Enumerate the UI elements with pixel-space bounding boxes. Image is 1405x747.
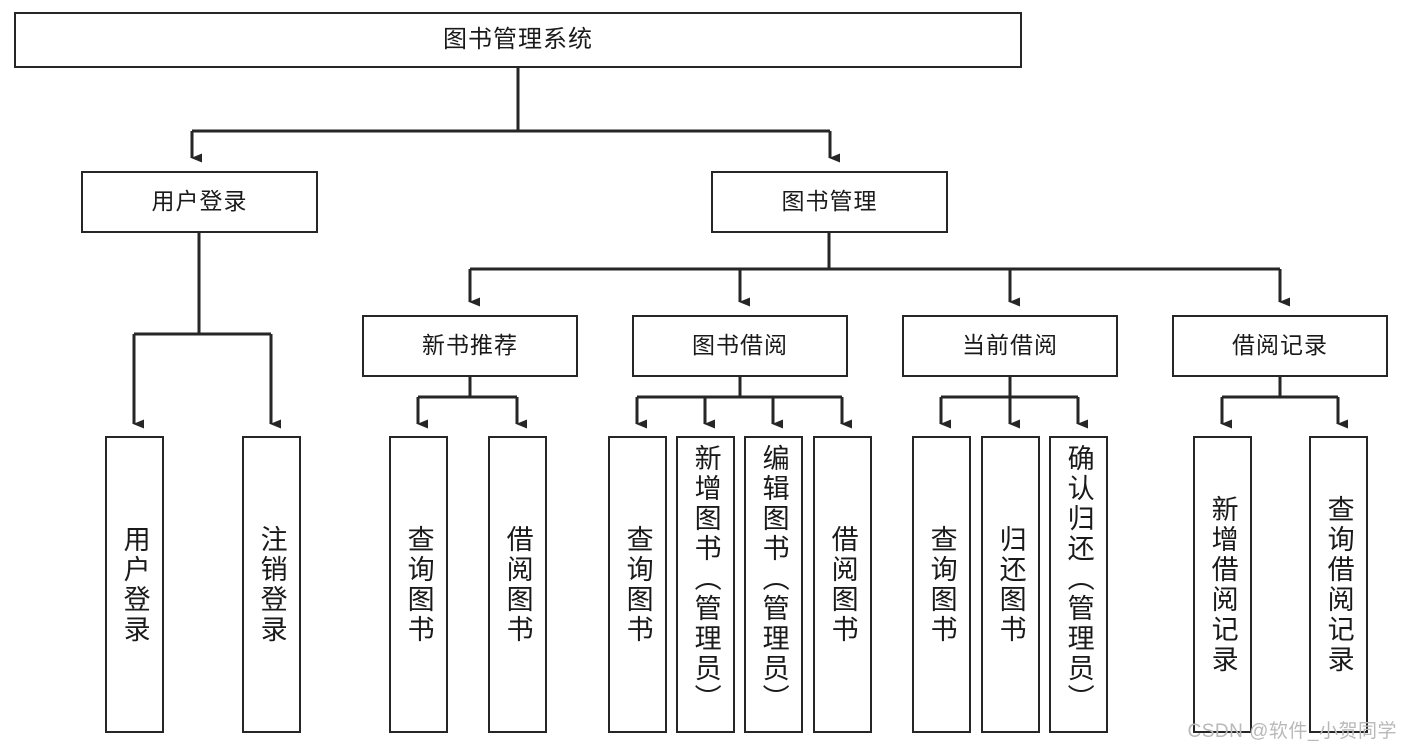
node-label: 用户登录 [119, 524, 150, 645]
node-leaf-edit-book[interactable]: 编辑图书（管理员） [744, 436, 803, 733]
node-book-borrow[interactable]: 图书借阅 [632, 315, 848, 377]
node-leaf-query-book-3[interactable]: 查询图书 [912, 436, 971, 733]
node-user-login[interactable]: 用户登录 [81, 171, 318, 233]
node-label: 借阅图书 [502, 524, 533, 645]
node-leaf-borrow-book-1[interactable]: 借阅图书 [488, 436, 547, 733]
node-label: 查询借阅记录 [1323, 494, 1354, 675]
node-new-book-recommend[interactable]: 新书推荐 [362, 315, 578, 377]
node-label: 查询图书 [403, 524, 434, 645]
node-borrow-record[interactable]: 借阅记录 [1172, 315, 1388, 377]
node-book-management[interactable]: 图书管理 [711, 171, 948, 233]
node-label: 图书借阅 [692, 332, 788, 359]
node-leaf-add-record[interactable]: 新增借阅记录 [1193, 436, 1252, 733]
node-label: 注销登录 [256, 524, 287, 645]
node-label: 图书管理 [781, 188, 878, 215]
node-leaf-confirm-return[interactable]: 确认归还（管理员） [1049, 436, 1108, 733]
node-leaf-query-record[interactable]: 查询借阅记录 [1309, 436, 1368, 733]
node-label: 归还图书 [995, 524, 1026, 645]
node-label: 新书推荐 [422, 332, 518, 359]
node-label: 用户登录 [151, 188, 248, 215]
node-leaf-logout-login[interactable]: 注销登录 [242, 436, 301, 733]
node-label: 图书管理系统 [443, 25, 593, 53]
node-root-book-management-system[interactable]: 图书管理系统 [14, 12, 1022, 68]
node-label: 借阅图书 [827, 524, 858, 645]
node-label: 编辑图书（管理员） [758, 444, 789, 714]
node-label: 借阅记录 [1232, 332, 1328, 359]
node-leaf-return-book[interactable]: 归还图书 [981, 436, 1040, 733]
node-current-borrow[interactable]: 当前借阅 [902, 315, 1118, 377]
node-leaf-add-book[interactable]: 新增图书（管理员） [676, 436, 735, 733]
node-leaf-query-book-1[interactable]: 查询图书 [389, 436, 448, 733]
node-label: 新增图书（管理员） [690, 444, 721, 714]
node-label: 查询图书 [926, 524, 957, 645]
node-leaf-borrow-book-2[interactable]: 借阅图书 [813, 436, 872, 733]
node-label: 确认归还（管理员） [1063, 444, 1094, 714]
node-label: 查询图书 [622, 524, 653, 645]
node-label: 新增借阅记录 [1207, 494, 1238, 675]
node-leaf-user-login[interactable]: 用户登录 [105, 436, 164, 733]
node-leaf-query-book-2[interactable]: 查询图书 [608, 436, 667, 733]
csdn-watermark: CSDN @软件_小贺同学 [1187, 721, 1397, 742]
node-label: 当前借阅 [962, 332, 1058, 359]
